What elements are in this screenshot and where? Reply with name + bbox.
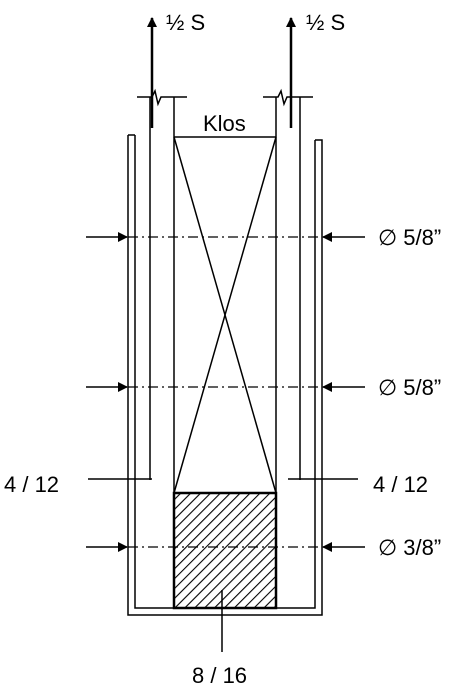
outer-plate-outline [127,135,323,616]
timber-section-label: 8 / 16 [192,663,247,688]
plate-label-right: 4 / 12 [373,472,428,497]
break-line-right [263,88,313,107]
force-label-right: ½ S [306,10,345,35]
block-label: Klos [203,111,246,136]
bolt-label-top: ∅ 5/8” [378,225,441,250]
force-label-left: ½ S [166,10,205,35]
timber-section-hatched [172,491,278,610]
bolt-label-middle: ∅ 5/8” [378,375,441,400]
break-line-left [137,88,187,107]
block-diagonal-2 [173,136,277,494]
plate-label-left: 4 / 12 [4,472,59,497]
bolt-label-bottom: ∅ 3/8” [378,535,441,560]
